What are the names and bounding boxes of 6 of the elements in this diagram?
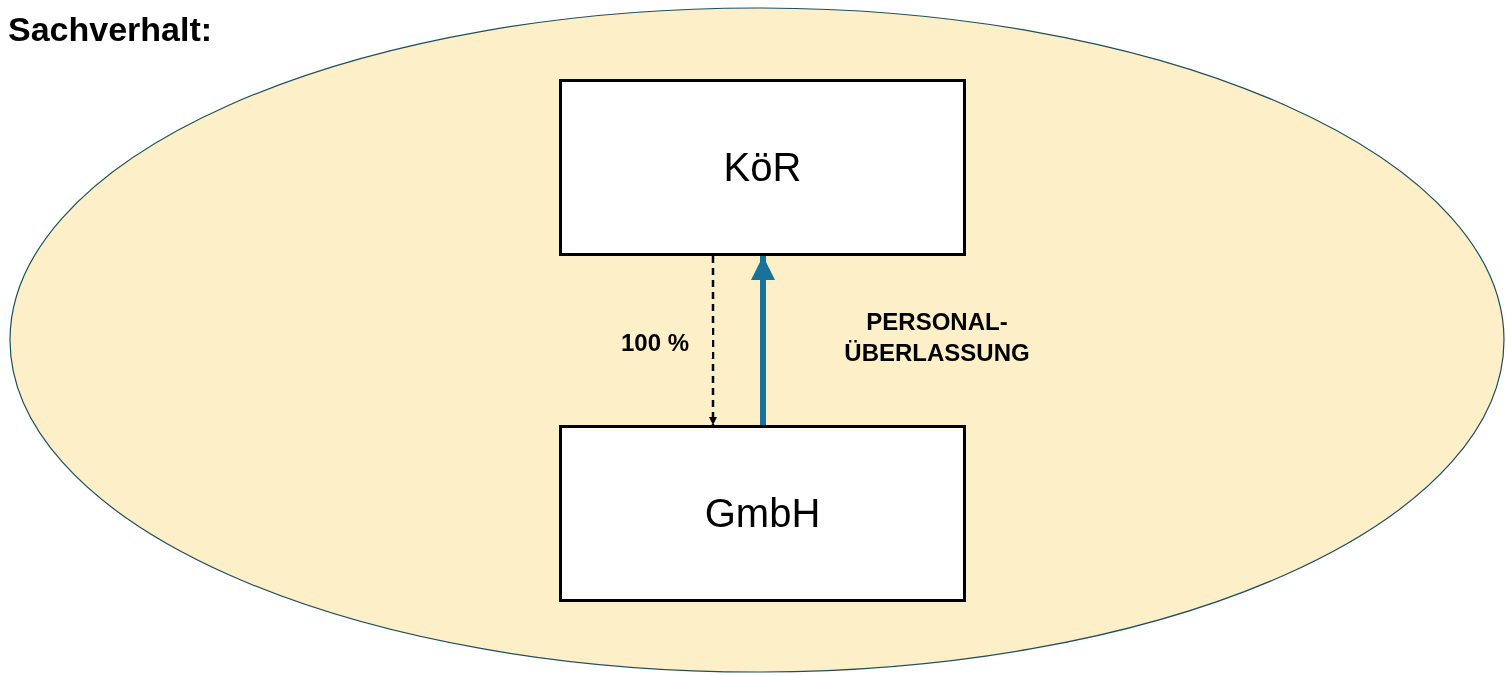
entity-box: KöR	[559, 79, 966, 256]
entity-box: GmbH	[559, 425, 966, 602]
arrow	[751, 256, 775, 425]
ellipse-area	[10, 8, 1504, 672]
diagram-title: Sachverhalt:	[8, 10, 213, 49]
arrow	[709, 256, 717, 425]
